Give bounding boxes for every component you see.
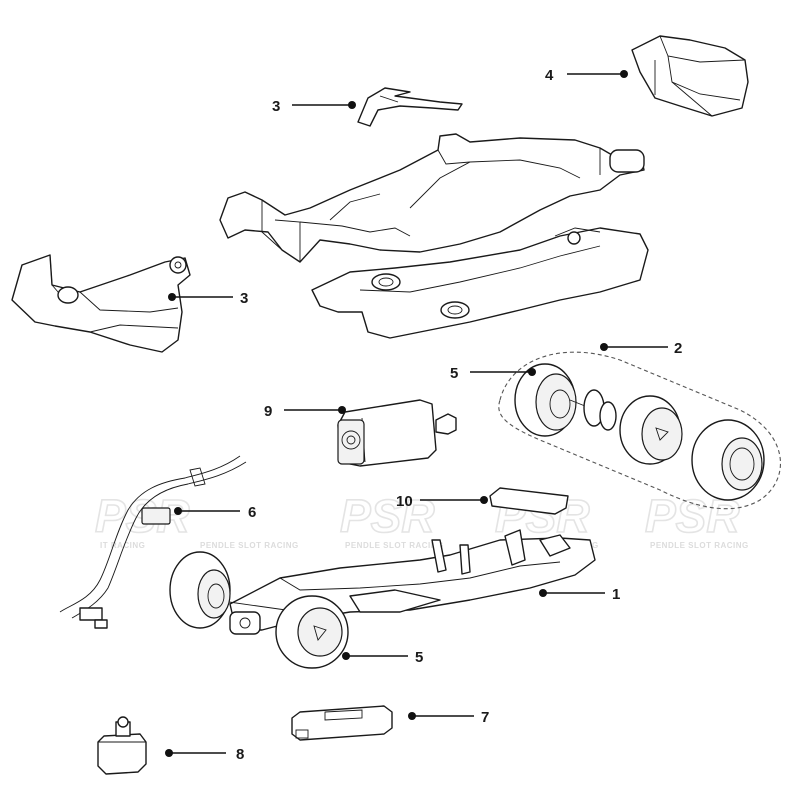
- callout-2: 2: [674, 340, 682, 357]
- pad-part: [489, 487, 569, 515]
- watermark: PSR PSR PSR PSR IT RACING PENDLE SLOT RA…: [94, 489, 749, 550]
- leader-lines: [165, 70, 668, 757]
- watermark-tagline-1: IT RACING: [100, 541, 145, 550]
- body-shell-part: [219, 133, 645, 263]
- front-wing-nose-part: [11, 254, 191, 353]
- rear-wing-part: [631, 35, 749, 117]
- watermark-tagline-2: PENDLE SLOT RACING: [200, 541, 299, 550]
- callout-10: 10: [396, 493, 413, 510]
- undertray-part: [311, 227, 649, 339]
- guide-plate-part: [291, 705, 393, 741]
- motor-part: [337, 399, 457, 467]
- guide-blade-part: [97, 716, 147, 775]
- rear-axle-assembly-part: [498, 351, 781, 510]
- callout-1: 1: [612, 586, 620, 603]
- callout-9: 9: [264, 403, 272, 420]
- wing-element-part: [357, 87, 463, 127]
- callout-4: 4: [545, 67, 554, 84]
- callout-6: 6: [248, 504, 256, 521]
- callout-7: 7: [481, 709, 489, 726]
- callout-5-top: 5: [450, 365, 458, 382]
- watermark-tagline-5: PENDLE SLOT RACING: [650, 541, 749, 550]
- callout-3-left: 3: [240, 290, 248, 307]
- callout-8: 8: [236, 746, 244, 763]
- callout-5-bottom: 5: [415, 649, 423, 666]
- wiring-harness-part: [59, 455, 247, 629]
- watermark-tagline-3: PENDLE SLOT RACING: [345, 541, 444, 550]
- front-wheels-part: [169, 551, 349, 669]
- watermark-logo-2: PSR: [340, 490, 435, 542]
- callout-3-top: 3: [272, 98, 280, 115]
- callout-labels: 4 3 3 2 5 9 10 6 1 5 7 8: [236, 67, 682, 763]
